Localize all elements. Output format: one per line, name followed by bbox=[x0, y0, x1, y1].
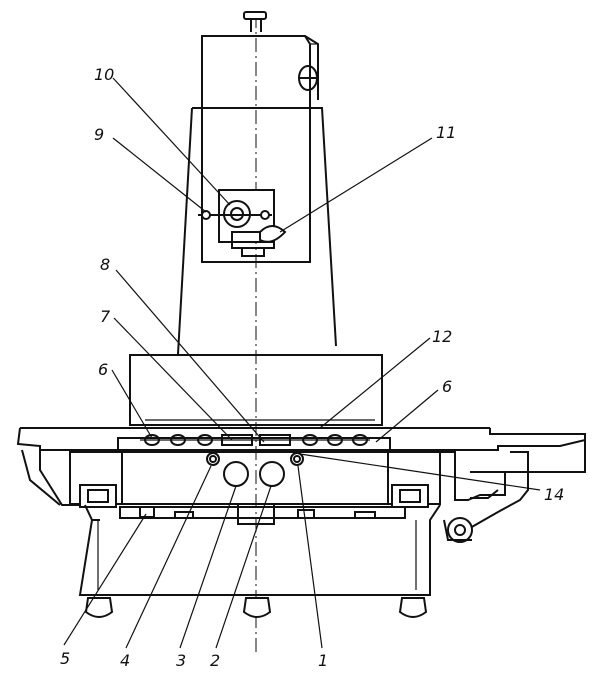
callout-6-left: 6 bbox=[98, 360, 108, 379]
callout-9: 9 bbox=[94, 125, 104, 144]
callout-8: 8 bbox=[100, 255, 110, 274]
column bbox=[177, 107, 337, 355]
feet bbox=[84, 597, 428, 618]
callout-4: 4 bbox=[120, 651, 130, 670]
callout-11: 11 bbox=[436, 123, 456, 142]
work-table bbox=[16, 427, 586, 473]
callout-2: 2 bbox=[210, 651, 220, 670]
callout-7: 7 bbox=[100, 307, 111, 326]
callout-6-right: 6 bbox=[442, 377, 452, 396]
base-stand bbox=[78, 504, 441, 596]
right-bracket bbox=[440, 451, 529, 543]
leader-lines bbox=[63, 77, 541, 649]
hole-row bbox=[140, 434, 370, 446]
callout-3: 3 bbox=[176, 651, 186, 670]
callout-12: 12 bbox=[432, 327, 452, 346]
callout-5: 5 bbox=[60, 649, 70, 668]
callout-14: 14 bbox=[544, 485, 564, 504]
upper-block bbox=[129, 354, 383, 426]
callout-10: 10 bbox=[94, 65, 114, 84]
callout-labels: 10 9 11 8 7 12 6 6 14 1 2 3 4 5 bbox=[60, 65, 564, 670]
carriage bbox=[21, 449, 441, 525]
callout-1: 1 bbox=[318, 651, 328, 670]
eyepiece-unit bbox=[198, 189, 287, 257]
top-knob bbox=[243, 11, 267, 32]
head-housing bbox=[201, 35, 319, 263]
